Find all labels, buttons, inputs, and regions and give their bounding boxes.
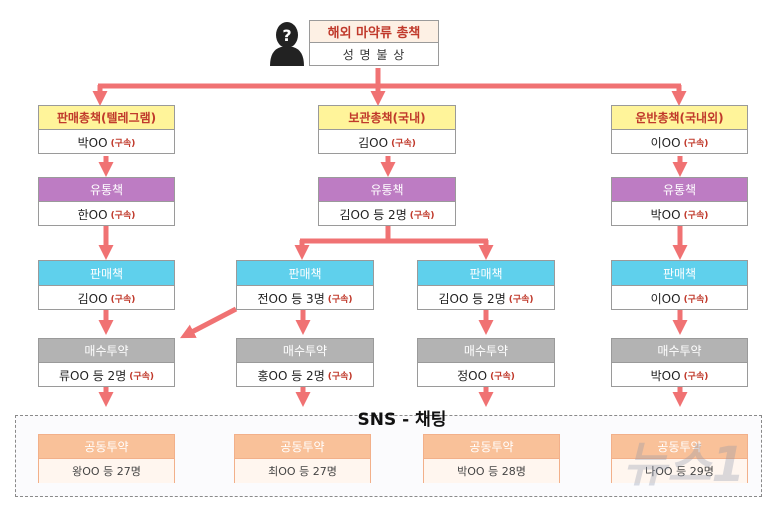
seller-title-1: 판매책 — [39, 261, 174, 286]
overseas-boss-title: 해외 마약류 총책 — [310, 21, 438, 43]
sns-chat-title: SNS - 채팅 — [357, 410, 447, 430]
buyer-status-1: (구속) — [129, 371, 155, 382]
buyer-name-2: 홍OO 등 2명 — [257, 368, 325, 383]
buyer-node-4: 매수투약 박OO(구속) — [611, 338, 748, 387]
sales-boss-name: 박OO — [77, 135, 108, 150]
unknown-person-icon: ? — [270, 22, 304, 66]
overseas-boss-name: 성 명 불 상 — [342, 47, 406, 62]
buyer-node-1: 매수투약 류OO 등 2명(구속) — [38, 338, 175, 387]
buyer-status-3: (구속) — [490, 371, 515, 382]
joint-use-title-3: 공동투약 — [424, 435, 559, 459]
seller-title-4: 판매책 — [612, 261, 747, 286]
news1-watermark-logo: 뉴스1 — [623, 437, 745, 493]
arrow-c2-seller-to-c1-buyer — [180, 306, 238, 339]
distributor-status-4: (구속) — [683, 210, 709, 221]
joint-use-node-3: 공동투약 박OO 등 28명 — [423, 434, 560, 483]
buyer-status-2: (구속) — [327, 371, 353, 382]
seller-name-4: 이OO — [650, 291, 681, 306]
transport-boss-node: 운반총책(국내외) 이OO(구속) — [611, 105, 748, 154]
sales-boss-node: 판매총책(텔레그램) 박OO(구속) — [38, 105, 175, 154]
joint-use-title-2: 공동투약 — [235, 435, 370, 459]
seller-status-4: (구속) — [683, 294, 709, 305]
sales-boss-status: (구속) — [110, 138, 136, 149]
seller-title-3: 판매책 — [418, 261, 554, 286]
joint-use-name-3: 박OO 등 28명 — [424, 459, 559, 483]
buyer-name-3: 정OO — [457, 368, 488, 383]
transport-boss-status: (구속) — [683, 138, 709, 149]
joint-use-node-4: 공동투약 나OO 등 29명 — [611, 434, 748, 483]
distributor-status-1: (구속) — [110, 210, 136, 221]
buyer-node-2: 매수투약 홍OO 등 2명(구속) — [236, 338, 374, 387]
transport-boss-name: 이OO — [650, 135, 681, 150]
buyer-title-1: 매수투약 — [39, 339, 174, 363]
joint-use-name-2: 최OO 등 27명 — [235, 459, 370, 483]
transport-boss-title: 운반총책(국내외) — [612, 106, 747, 130]
distributor-title-4: 유통책 — [612, 178, 747, 202]
distributor-name-1: 한OO — [77, 207, 108, 222]
distributor-title-1: 유통책 — [39, 178, 174, 202]
buyer-name-1: 류OO 등 2명 — [58, 368, 127, 383]
distributor-name-4: 박OO — [650, 207, 681, 222]
buyer-title-3: 매수투약 — [418, 339, 554, 363]
seller-title-2: 판매책 — [237, 261, 373, 286]
joint-use-name-4: 나OO 등 29명 — [612, 459, 747, 483]
joint-use-node-1: 공동투약 왕OO 등 27명 — [38, 434, 175, 483]
joint-use-title-4: 공동투약 — [612, 435, 747, 459]
buyer-node-3: 매수투약 정OO(구속) — [417, 338, 555, 387]
distributor-node-4: 유통책 박OO(구속) — [611, 177, 748, 226]
joint-use-node-2: 공동투약 최OO 등 27명 — [234, 434, 371, 483]
storage-boss-status: (구속) — [391, 138, 416, 149]
distributor-title-2: 유통책 — [319, 178, 455, 202]
seller-node-4: 판매책 이OO(구속) — [611, 260, 748, 310]
distributor-status-2: (구속) — [409, 210, 435, 221]
seller-name-1: 김OO — [77, 291, 108, 306]
storage-boss-title: 보관총책(국내) — [319, 106, 455, 130]
seller-status-1: (구속) — [110, 294, 136, 305]
distributor-name-2: 김OO 등 2명 — [339, 207, 407, 222]
buyer-title-4: 매수투약 — [612, 339, 747, 363]
distributor-node-1: 유통책 한OO(구속) — [38, 177, 175, 226]
joint-use-name-1: 왕OO 등 27명 — [39, 459, 174, 483]
seller-node-1: 판매책 김OO(구속) — [38, 260, 175, 310]
storage-boss-node: 보관총책(국내) 김OO(구속) — [318, 105, 456, 154]
buyer-title-2: 매수투약 — [237, 339, 373, 363]
storage-boss-name: 김OO — [358, 135, 389, 150]
buyer-status-4: (구속) — [683, 371, 709, 382]
svg-text:?: ? — [282, 26, 291, 45]
seller-node-2: 판매책 전OO 등 3명(구속) — [236, 260, 374, 310]
seller-status-2: (구속) — [327, 294, 353, 305]
sales-boss-title: 판매총책(텔레그램) — [39, 106, 174, 130]
seller-node-3: 판매책 김OO 등 2명(구속) — [417, 260, 555, 310]
seller-name-2: 전OO 등 3명 — [257, 291, 325, 306]
overseas-boss-node: 해외 마약류 총책 성 명 불 상 — [309, 20, 439, 66]
seller-status-3: (구속) — [508, 294, 534, 305]
joint-use-title-1: 공동투약 — [39, 435, 174, 459]
buyer-name-4: 박OO — [650, 368, 681, 383]
distributor-node-2: 유통책 김OO 등 2명(구속) — [318, 177, 456, 226]
seller-name-3: 김OO 등 2명 — [438, 291, 506, 306]
